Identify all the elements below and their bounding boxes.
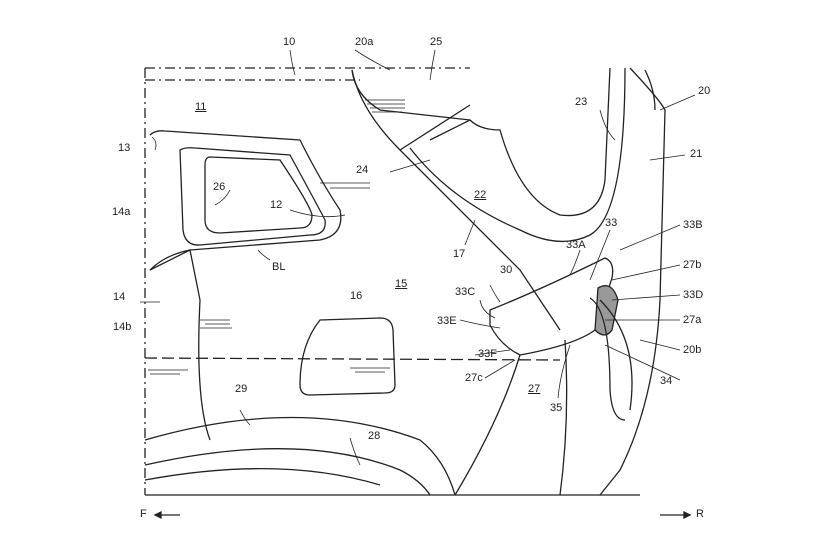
wheel-arch xyxy=(144,416,456,496)
ref-13: 13 xyxy=(118,142,131,154)
ref-14b: 14b xyxy=(113,321,132,333)
front-direction-label: F xyxy=(140,508,147,520)
ref-35: 35 xyxy=(550,402,563,414)
ref-27c: 27c xyxy=(465,372,483,384)
lamp-unit xyxy=(489,257,614,356)
ref-20a: 20a xyxy=(355,36,374,48)
frame-line xyxy=(144,67,470,495)
ref-27: 27 xyxy=(528,383,541,395)
ref-33F: 33F xyxy=(478,348,497,360)
ref-33C: 33C xyxy=(455,286,476,298)
ref-11: 11 xyxy=(195,101,207,113)
rear-direction-label: R xyxy=(696,508,704,520)
ref-23: 23 xyxy=(575,96,588,108)
ref-34: 34 xyxy=(660,375,673,387)
ref-16: 16 xyxy=(350,290,363,302)
ref-BL: BL xyxy=(272,261,286,273)
ref-33E: 33E xyxy=(437,315,457,327)
ref-21: 21 xyxy=(690,148,703,160)
ref-20: 20 xyxy=(698,85,711,97)
ref-28: 28 xyxy=(368,430,381,442)
ref-17: 17 xyxy=(453,248,466,260)
ref-30: 30 xyxy=(500,264,513,276)
ref-27a: 27a xyxy=(683,314,702,326)
ref-10: 10 xyxy=(283,36,296,48)
ref-27b: 27b xyxy=(683,259,702,271)
ref-20b: 20b xyxy=(683,344,702,356)
glass-outline xyxy=(429,67,611,217)
ref-33B: 33B xyxy=(683,219,703,231)
quarter-window xyxy=(149,130,342,271)
ref-25: 25 xyxy=(430,36,443,48)
ref-14: 14 xyxy=(113,291,126,303)
fuel-lid xyxy=(299,317,396,396)
ref-33A: 33A xyxy=(566,239,586,251)
ref-12: 12 xyxy=(270,199,283,211)
ref-15: 15 xyxy=(395,278,408,290)
ref-22: 22 xyxy=(474,189,487,201)
ref-33D: 33D xyxy=(683,289,704,301)
ref-26: 26 xyxy=(213,181,226,193)
ref-33: 33 xyxy=(605,217,618,229)
ref-29: 29 xyxy=(235,383,248,395)
ref-14a: 14a xyxy=(112,206,131,218)
shading-hatch xyxy=(148,99,405,375)
ref-24: 24 xyxy=(356,164,369,176)
